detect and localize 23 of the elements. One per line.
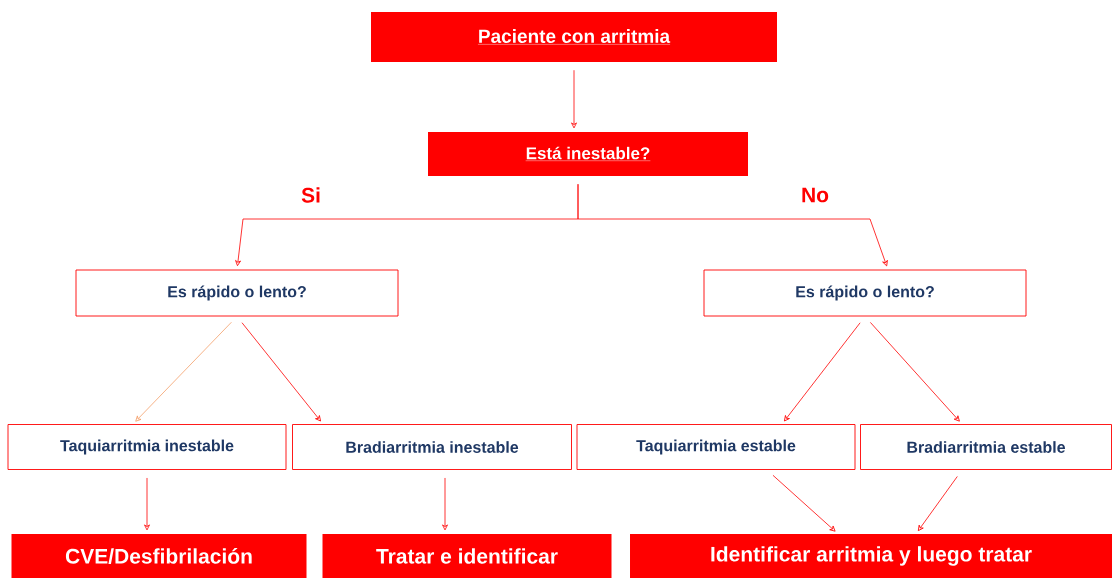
arrow: [571, 69, 577, 129]
arrow: [784, 322, 861, 422]
diagnosis-box: Taquiarritmia inestable: [7, 424, 287, 470]
decision-box: Está inestable?: [428, 132, 748, 176]
edge-label: Si: [300, 186, 322, 204]
arrow: [442, 477, 448, 531]
arrow: [917, 476, 958, 532]
arrow: [869, 322, 960, 422]
treatment-box: Identificar arritmia y luego tratar: [630, 534, 1112, 578]
edge-label: No: [800, 186, 830, 204]
question-box: Es rápido o lento?: [703, 269, 1027, 317]
arrow: [241, 322, 321, 422]
question-box: Es rápido o lento?: [75, 269, 399, 317]
treatment-box: Tratar e identificar: [322, 534, 612, 578]
arrow: [135, 321, 232, 422]
diagnosis-box: Taquiarritmia estable: [576, 424, 856, 470]
start-box: Paciente con arritmia: [371, 12, 777, 62]
arrow: [577, 183, 888, 267]
arrow: [772, 474, 836, 532]
diagnosis-box: Bradiarritmia inestable: [292, 424, 572, 470]
diagnosis-box: Bradiarritmia estable: [860, 424, 1112, 470]
arrow: [144, 477, 150, 531]
treatment-box: CVE/Desfibrilación: [11, 534, 307, 578]
